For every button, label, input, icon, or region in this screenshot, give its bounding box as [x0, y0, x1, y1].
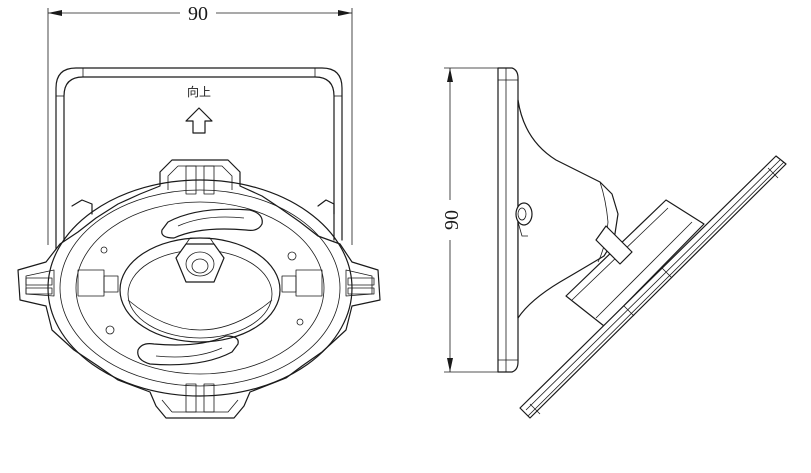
clamp-ring	[17, 159, 381, 419]
width-dimension-label: 90	[188, 3, 208, 25]
ring-brackets	[77, 269, 323, 297]
screw-holes	[100, 246, 304, 335]
width-dimension: 90	[47, 0, 353, 245]
side-plate	[497, 67, 519, 373]
side-view: 90	[436, 67, 787, 419]
side-arm	[515, 99, 619, 319]
height-dimension: 90	[436, 67, 500, 373]
angled-bracket	[565, 199, 705, 327]
ring-bands	[47, 179, 353, 397]
front-view: 90 向上	[17, 0, 381, 419]
plate-tab-right	[317, 199, 335, 215]
center-hex-boss	[175, 237, 225, 283]
up-arrow-icon	[185, 107, 213, 134]
mounting-plate	[55, 67, 343, 263]
angled-plate	[519, 155, 787, 419]
orientation-label: 向上	[187, 84, 211, 99]
height-dimension-label: 90	[441, 210, 463, 230]
plate-tab-left	[71, 199, 93, 215]
curved-slots	[137, 208, 263, 366]
